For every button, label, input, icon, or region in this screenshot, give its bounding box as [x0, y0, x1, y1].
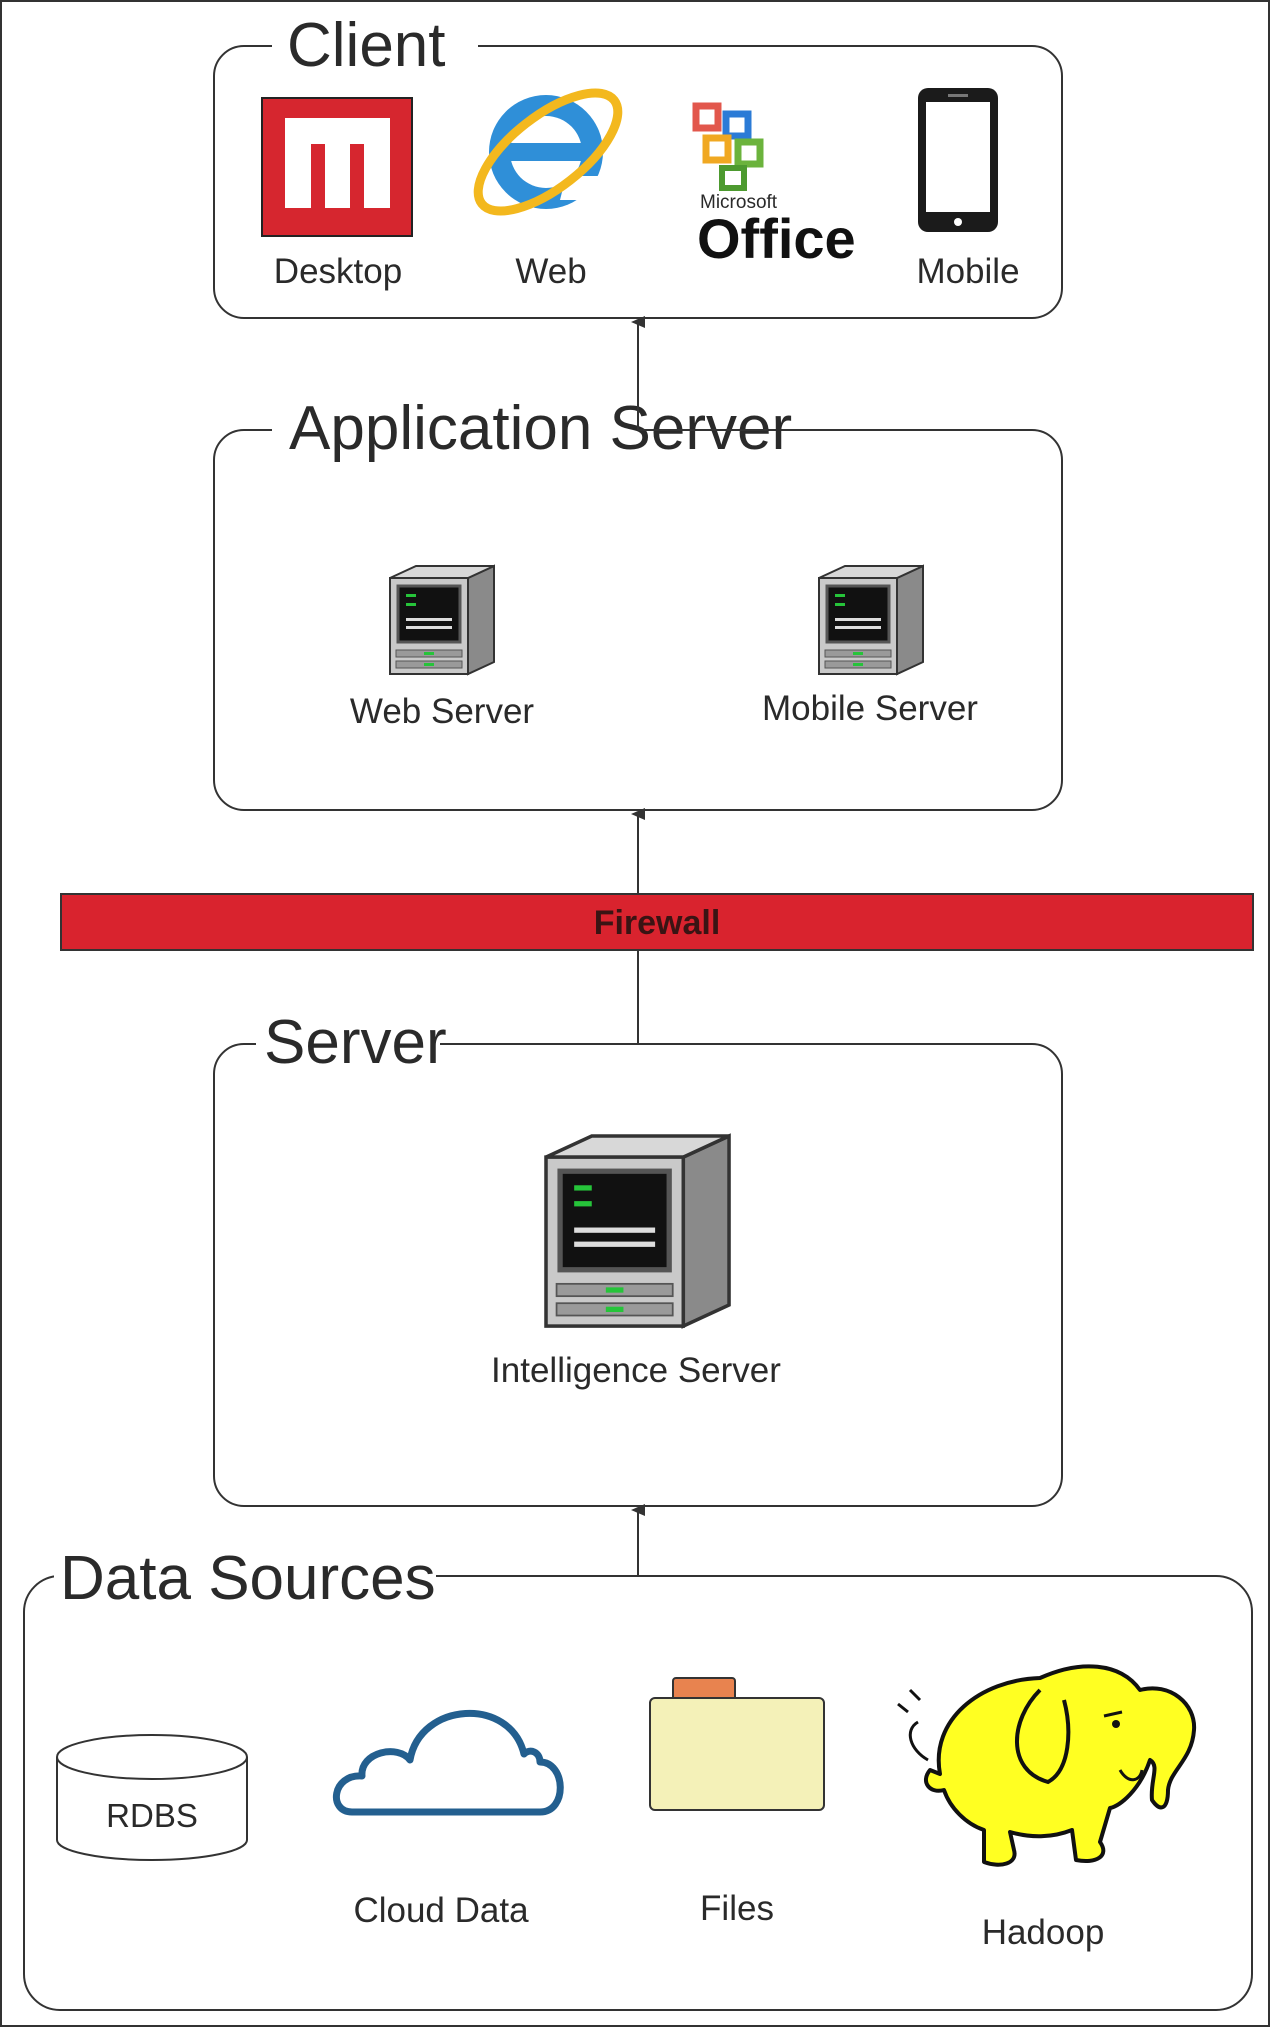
- data-sources-section: Data Sources RDBS Cloud Data Files Hadoo…: [23, 1544, 1253, 2011]
- client-section: Client Desktop Web Microsoft Office: [213, 11, 1063, 319]
- mobile-server-icon: [817, 564, 925, 676]
- microstrategy-desktop-icon: [261, 97, 413, 237]
- microsoft-office-logo: Microsoft Office: [692, 102, 856, 270]
- hadoop-label: Hadoop: [982, 1913, 1105, 1952]
- rdbs-label: RDBS: [106, 1797, 198, 1834]
- smartphone-icon: [918, 88, 998, 232]
- cloud-data-label: Cloud Data: [353, 1891, 529, 1930]
- application-server-box: [213, 429, 1063, 811]
- desktop-label: Desktop: [274, 252, 402, 291]
- firewall-bar: Firewall: [60, 893, 1254, 951]
- application-server-title: Application Server: [289, 394, 792, 463]
- office-logo-big: Office: [697, 207, 856, 270]
- server-title: Server: [264, 1008, 447, 1077]
- hadoop-elephant-icon: [897, 1664, 1197, 1867]
- connectors: [436, 45, 768, 1577]
- intelligence-server-label: Intelligence Server: [491, 1351, 781, 1390]
- data-sources-title: Data Sources: [60, 1544, 436, 1613]
- web-server-icon: [388, 564, 496, 676]
- server-section: Server Intelligence Server: [213, 1008, 1063, 1507]
- mobile-server-label: Mobile Server: [762, 689, 978, 728]
- application-server-section: Application Server Web Server Mobile Ser…: [213, 394, 1063, 811]
- web-label: Web: [515, 252, 586, 291]
- firewall-label: Firewall: [594, 904, 721, 942]
- office-logo-small: Microsoft: [700, 192, 778, 213]
- files-label: Files: [700, 1889, 774, 1928]
- internet-explorer-icon: [473, 88, 623, 216]
- folder-icon: [649, 1677, 825, 1811]
- mobile-label: Mobile: [916, 252, 1019, 291]
- cloud-icon: [333, 1709, 564, 1816]
- client-title: Client: [287, 11, 446, 80]
- web-server-label: Web Server: [350, 692, 534, 731]
- database-cylinder-icon: [56, 1734, 248, 1861]
- intelligence-server-icon: [546, 1136, 729, 1326]
